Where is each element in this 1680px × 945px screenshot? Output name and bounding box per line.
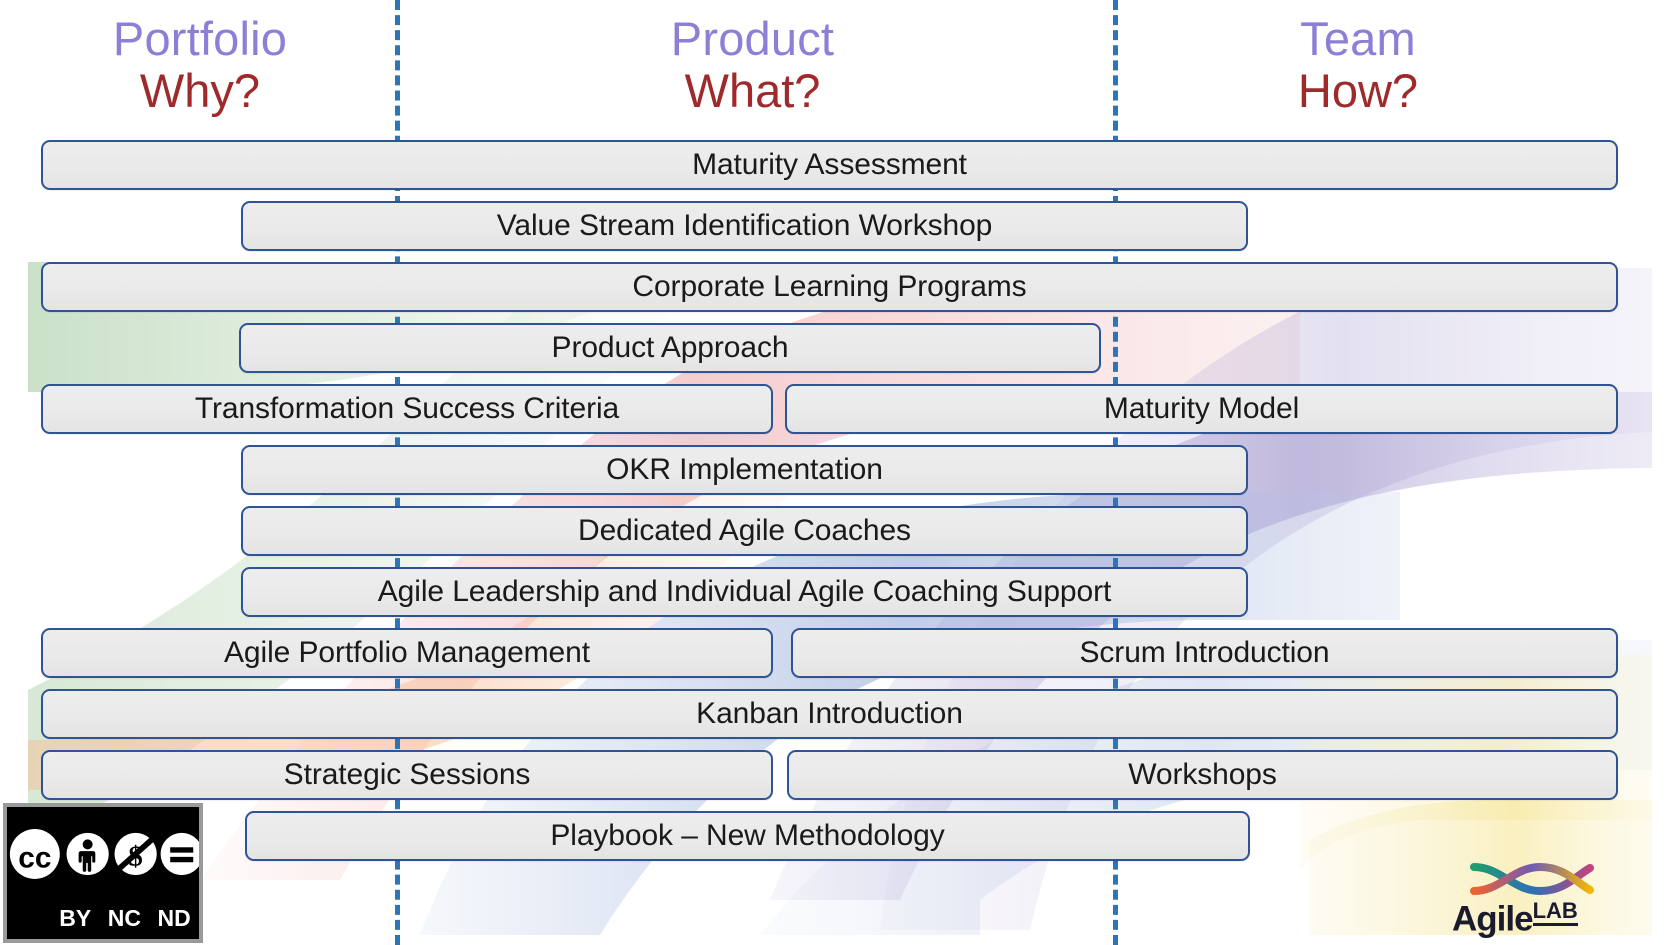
agilelab-infinity-icon — [1470, 862, 1594, 896]
practice-bar[interactable]: Dedicated Agile Coaches — [241, 506, 1248, 556]
column-headers: Portfolio Why? Product What? Team How? — [0, 0, 1680, 132]
practice-bar-label: Product Approach — [551, 331, 789, 364]
practice-bar[interactable]: Scrum Introduction — [791, 628, 1618, 678]
logo-name: Agile — [1452, 899, 1534, 939]
column-name-team: Team — [1300, 12, 1416, 65]
cc-term-by: BY — [59, 904, 92, 931]
cc-terms: BY NC ND — [7, 901, 199, 935]
practice-bar-label: Dedicated Agile Coaches — [578, 514, 911, 547]
practice-bar[interactable]: Transformation Success Criteria — [41, 384, 773, 434]
practice-bar[interactable]: Value Stream Identification Workshop — [241, 201, 1248, 251]
practice-bar-label: Value Stream Identification Workshop — [496, 209, 993, 242]
cc-term-nc: NC — [107, 904, 141, 931]
practice-bar[interactable]: Product Approach — [239, 323, 1101, 373]
practice-bar-label: Workshops — [1128, 758, 1277, 791]
practice-bar[interactable]: Corporate Learning Programs — [41, 262, 1618, 312]
practice-bar-label: Maturity Assessment — [692, 148, 967, 181]
column-question-portfolio: Why? — [139, 64, 261, 117]
cc-icons: cc $ — [9, 829, 199, 879]
column-header-portfolio: Portfolio Why? — [95, 15, 305, 114]
column-name-product: Product — [670, 12, 835, 65]
practice-bar-label: Kanban Introduction — [696, 697, 963, 730]
practice-bar[interactable]: Kanban Introduction — [41, 689, 1618, 739]
practice-bar[interactable]: Agile Leadership and Individual Agile Co… — [241, 567, 1248, 617]
practice-bar[interactable]: Playbook – New Methodology — [245, 811, 1250, 861]
practice-bar-label: Agile Leadership and Individual Agile Co… — [377, 575, 1112, 608]
practice-bar[interactable]: Maturity Model — [785, 384, 1618, 434]
practice-bar[interactable]: OKR Implementation — [241, 445, 1248, 495]
practice-bar[interactable]: Workshops — [787, 750, 1618, 800]
practice-bar[interactable]: Strategic Sessions — [41, 750, 773, 800]
practice-bar-label: Transformation Success Criteria — [194, 392, 620, 425]
cc-term-nd: ND — [157, 904, 191, 931]
practice-bar-label: Maturity Model — [1103, 392, 1300, 425]
practice-bar-label: Scrum Introduction — [1079, 636, 1330, 669]
practice-bar-label: OKR Implementation — [606, 453, 883, 486]
practice-bar[interactable]: Agile Portfolio Management — [41, 628, 773, 678]
svg-text:cc: cc — [18, 841, 51, 874]
practice-bar-label: Agile Portfolio Management — [224, 636, 590, 669]
agilelab-logo: AgileLAB — [1452, 858, 1612, 942]
column-question-product: What? — [684, 64, 821, 117]
column-header-product: Product What? — [650, 15, 855, 114]
practice-bar-label: Strategic Sessions — [283, 758, 531, 791]
column-header-team: Team How? — [1268, 15, 1448, 114]
logo-suffix: LAB — [1532, 898, 1578, 926]
practice-bar[interactable]: Maturity Assessment — [41, 140, 1618, 190]
practice-bar-label: Corporate Learning Programs — [632, 270, 1027, 303]
column-question-team: How? — [1297, 64, 1419, 117]
agilelab-wordmark: AgileLAB — [1452, 898, 1612, 942]
column-name-portfolio: Portfolio — [112, 12, 288, 65]
creative-commons-badge: cc $ BY NC ND — [3, 803, 203, 943]
practice-bar-label: Playbook – New Methodology — [550, 819, 945, 852]
